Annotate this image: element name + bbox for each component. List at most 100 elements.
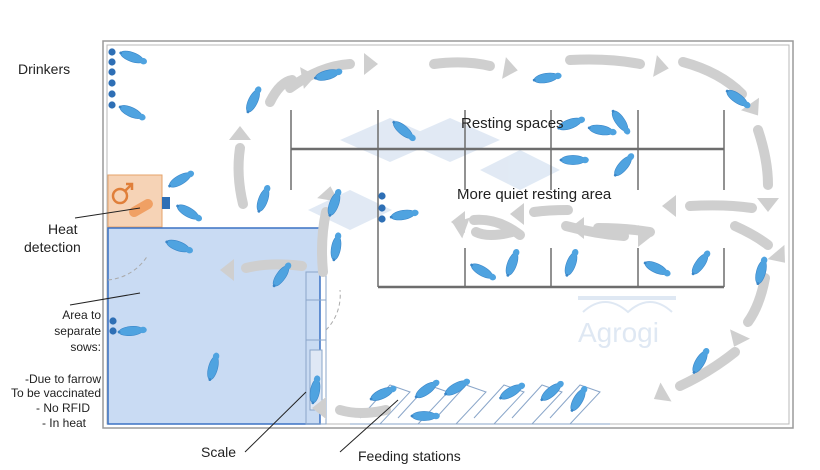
sow-icon: [389, 209, 419, 221]
heat-label-line2: detection: [24, 239, 81, 255]
male-symbol-icon: [111, 182, 134, 205]
flow-arrow-icon: [529, 205, 573, 217]
quiet-area-label: More quiet resting area: [457, 186, 612, 203]
sow-icon: [570, 385, 588, 412]
flow-arrow-icon: [675, 347, 740, 391]
drinker-dot-icon: [378, 215, 386, 223]
flow-arrow-icon: [429, 57, 495, 71]
sow-icon: [207, 352, 220, 381]
flow-arrow-icon: [565, 54, 645, 69]
sow-icon: [540, 380, 564, 402]
flow-arrowhead-icon: [229, 126, 251, 140]
flow-arrowhead-icon: [364, 53, 378, 75]
flow-arrow-icon: [685, 200, 757, 213]
drinker-dot-icon: [108, 68, 116, 76]
sow-icon: [117, 325, 147, 337]
sow-icon: [691, 250, 711, 276]
flow-arrowhead-icon: [767, 244, 785, 263]
sow-icon: [392, 120, 416, 142]
sow-icon: [256, 184, 271, 213]
flow-arrowhead-icon: [653, 55, 669, 77]
reason-vaccinated: To be vaccinated: [10, 386, 101, 400]
flow-arrow-icon: [471, 227, 517, 240]
barn-outer-wall: [102, 40, 794, 429]
separate-label-line1: Area to: [62, 308, 101, 322]
separate-label-line3: sows:: [70, 340, 101, 354]
flow-arrow-icon: [233, 143, 248, 209]
flow-arrow-icon: [285, 59, 355, 93]
separate-label-line2: separate: [54, 324, 101, 338]
drinker-dot-icon: [108, 58, 116, 66]
sow-icon: [314, 68, 343, 81]
flow-arrowhead-icon: [638, 225, 652, 247]
flow-arrowhead-icon: [757, 198, 779, 212]
scale-label: Scale: [201, 444, 237, 460]
drinker-dot-icon: [378, 192, 386, 200]
feeding-stations: [350, 384, 610, 425]
watermark-agrogi: Agrogi: [578, 296, 676, 348]
sow-icon: [369, 385, 397, 401]
sow-icon: [613, 153, 635, 177]
drinker-dot-icon: [109, 317, 117, 325]
drinker-dot-icon: [108, 101, 116, 109]
sow-icon: [410, 411, 440, 421]
drinker-dot-icon: [108, 90, 116, 98]
pointer-lines: [69, 207, 399, 453]
drinker-dot-icon: [108, 79, 116, 87]
reason-in-heat: - In heat: [41, 416, 86, 430]
flow-arrow-icon: [743, 273, 770, 327]
flow-arrow-icon: [753, 125, 773, 190]
sow-icon: [587, 124, 617, 136]
flow-arrow-icon: [241, 259, 307, 273]
flow-arrowhead-icon: [730, 329, 750, 347]
resting-spaces-pens: [290, 110, 725, 287]
drinker-dot-icon: [109, 327, 117, 335]
drinkers-label: Drinkers: [18, 61, 71, 77]
flow-arrow-icon: [561, 221, 629, 241]
sow-icon: [414, 379, 440, 399]
sow-icon: [755, 256, 768, 285]
sow-icon: [309, 375, 321, 405]
sow-icon: [611, 109, 631, 135]
reason-farrow: -Due to farrow: [24, 372, 101, 386]
drinkers-group: [108, 48, 386, 335]
sow-icon: [246, 86, 262, 114]
flow-arrows: [220, 53, 785, 419]
resting-spaces-label: Resting spaces: [461, 115, 564, 132]
sow-icon: [330, 232, 342, 262]
flow-arrowhead-icon: [220, 259, 234, 281]
drinker-dot-icon: [108, 48, 116, 56]
sow-icon: [118, 105, 146, 121]
sow-icon: [119, 50, 148, 65]
boar-icon: [129, 199, 153, 217]
flow-arrow-icon: [469, 214, 525, 240]
reason-no-rfid: - No RFID: [36, 401, 90, 415]
quiet-resting-pens: [378, 248, 725, 289]
sow-icon: [557, 116, 586, 131]
sow-icon: [499, 382, 526, 400]
gate-swing: [107, 254, 149, 281]
flow-arrowhead-icon: [662, 195, 676, 217]
flow-arrow-icon: [678, 57, 747, 99]
sow-icon: [564, 248, 579, 277]
sow-icon: [532, 72, 562, 84]
flow-arrow-icon: [265, 75, 297, 107]
flow-arrow-icon: [317, 207, 331, 277]
sow-icon: [272, 262, 292, 288]
sows-group: [117, 50, 768, 421]
heat-detection-gate: [162, 197, 170, 209]
sow-icon: [643, 261, 671, 277]
sow-icon: [505, 248, 520, 277]
flow-arrowhead-icon: [510, 203, 524, 225]
sow-icon: [559, 155, 589, 165]
flow-arrow-icon: [730, 221, 773, 250]
sow-icon: [444, 378, 471, 396]
watermark-text: Agrogi: [578, 317, 659, 348]
feeding-stations-label: Feeding stations: [358, 448, 461, 464]
separation-area: [107, 227, 321, 425]
scale-gate-swing: [325, 289, 341, 331]
flow-arrowhead-icon: [312, 397, 326, 419]
sow-icon: [692, 347, 710, 374]
sow-icon: [165, 239, 194, 254]
